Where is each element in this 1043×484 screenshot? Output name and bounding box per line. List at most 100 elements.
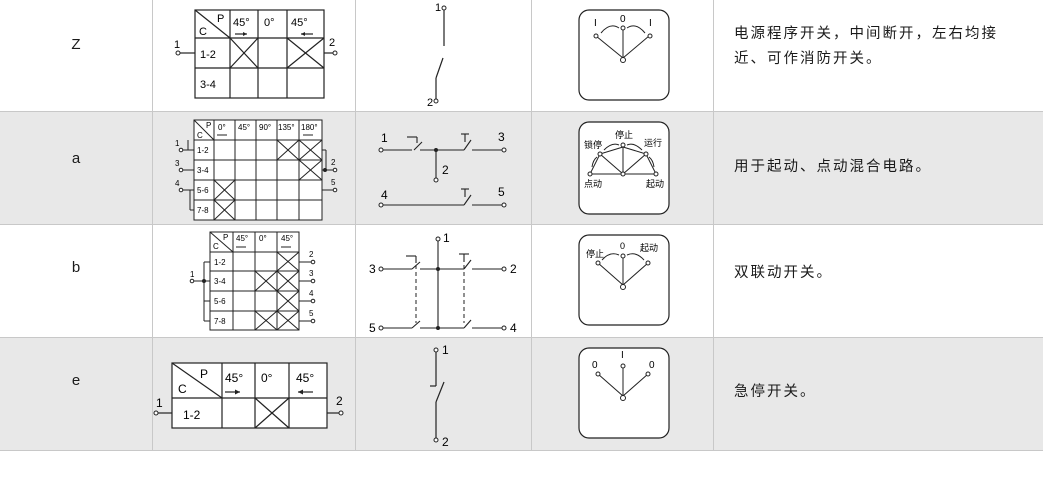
selector-label: I: [594, 18, 597, 29]
terminal-label: 1: [174, 39, 180, 51]
terminal-label: 2: [331, 158, 336, 167]
terminal-label: 3: [369, 262, 376, 276]
contact-table-cell: C P 0° 45° 90° 135° 180° 1-2 3-4 5-6 7-8…: [152, 112, 356, 224]
contact-table-diagram: C P 45° 0° 45° 1-2 3-4 1 2: [174, 9, 338, 99]
table-p-label: P: [200, 367, 208, 381]
terminal-label: 5: [331, 178, 336, 187]
table-p-label: P: [206, 121, 211, 130]
table-c-label: C: [213, 242, 219, 251]
selector-cell: 锁停 停止 运行 点动 起动: [531, 112, 714, 224]
selector-cell: 0 I 0: [531, 338, 714, 450]
table-c-label: C: [199, 26, 207, 38]
terminal-label: 3: [498, 130, 505, 144]
terminal-label: 3: [175, 159, 180, 168]
table-c-label: C: [197, 131, 203, 140]
terminal-label: 2: [427, 97, 433, 109]
terminal-label: 5: [309, 309, 314, 318]
selector-diagram: 0 I 0: [578, 347, 670, 439]
table-row: b: [0, 225, 1043, 338]
table-angle: 45°: [236, 234, 248, 243]
circuit-cell: 1 2: [355, 0, 532, 111]
table-angle: 45°: [291, 17, 308, 29]
terminal-label: 4: [510, 321, 517, 335]
table-angle: 45°: [281, 234, 293, 243]
contact-table-diagram: C P 0° 45° 90° 135° 180° 1-2 3-4 5-6 7-8…: [175, 119, 338, 221]
terminal-label: 1: [381, 131, 388, 145]
contact-table-diagram: C P 45° 0° 45° 1-2 1 2: [153, 362, 344, 429]
contact-label: 1-2: [200, 49, 216, 61]
terminal-label: 1: [190, 270, 195, 279]
table-angle: 180°: [301, 123, 318, 132]
code-cell: a: [0, 112, 152, 224]
circuit-cell: 1 3 2 5 4: [355, 225, 532, 337]
table-angle: 45°: [233, 17, 250, 29]
terminal-label: 2: [329, 37, 335, 49]
contact-table-diagram: C P 45° 0° 45° 1-2 3-4 5-6 7-8 1 2 3 4 5: [189, 231, 316, 331]
table-c-label: C: [178, 382, 187, 396]
row-description: 急停开关。: [734, 384, 817, 400]
selector-diagram: I 0 I: [578, 9, 670, 101]
table-angle: 45°: [225, 371, 243, 385]
table-row: Z: [0, 0, 1043, 112]
terminal-label: 4: [309, 289, 314, 298]
circuit-cell: 1 2: [355, 338, 532, 450]
selector-label: I: [621, 350, 624, 361]
table-angle: 0°: [259, 234, 267, 243]
contact-label: 1-2: [214, 258, 226, 267]
terminal-label: 4: [381, 188, 388, 202]
selector-label: 0: [620, 14, 626, 25]
circuit-diagram: 1 2: [430, 343, 449, 449]
table-row: e: [0, 338, 1043, 451]
terminal-label: 2: [510, 262, 517, 276]
code-cell: Z: [0, 0, 152, 111]
contact-table-cell: C P 45° 0° 45° 1-2 1 2: [152, 338, 356, 450]
description-cell: 双联动开关。: [713, 225, 1043, 337]
selector-label: 停止: [586, 248, 604, 259]
description-cell: 电源程序开关，中间断开，左右均接近、可作消防开关。: [713, 0, 1043, 111]
selector-label: 0: [592, 360, 598, 371]
selector-cell: I 0 I: [531, 0, 714, 111]
contact-label: 7-8: [197, 206, 209, 215]
description-cell: 用于起动、点动混合电路。: [713, 112, 1043, 224]
code-cell: e: [0, 338, 152, 450]
terminal-label: 2: [336, 394, 343, 408]
terminal-label: 1: [175, 139, 180, 148]
circuit-diagram: 1 2: [427, 2, 447, 109]
contact-label: 5-6: [214, 297, 226, 306]
contact-label: 3-4: [200, 79, 216, 91]
terminal-label: 1: [442, 343, 449, 357]
terminal-label: 1: [443, 231, 450, 245]
selector-label: 0: [620, 241, 625, 251]
contact-label: 1-2: [183, 408, 201, 422]
circuit-diagram: 1 3 2 5 4: [369, 231, 517, 335]
selector-label: I: [649, 18, 652, 29]
table-p-label: P: [217, 13, 224, 25]
selector-diagram: 停止 0 起动: [578, 234, 670, 326]
code-cell: b: [0, 225, 152, 337]
selector-cell: 停止 0 起动: [531, 225, 714, 337]
selector-label: 停止: [615, 129, 633, 140]
description-cell: 急停开关。: [713, 338, 1043, 450]
terminal-label: 1: [435, 2, 441, 14]
terminal-label: 5: [369, 321, 376, 335]
terminal-label: 1: [156, 396, 163, 410]
selector-label: 0: [649, 360, 655, 371]
contact-label: 7-8: [214, 317, 226, 326]
selector-label: 锁停: [584, 139, 602, 150]
contact-table-cell: C P 45° 0° 45° 1-2 3-4 5-6 7-8 1 2 3 4 5: [152, 225, 356, 337]
table-p-label: P: [223, 233, 228, 242]
terminal-label: 3: [309, 269, 314, 278]
table-angle: 135°: [278, 123, 295, 132]
selector-label: 运行: [644, 137, 662, 148]
contact-label: 1-2: [197, 146, 209, 155]
row-code: Z: [71, 36, 81, 53]
contact-label: 3-4: [197, 166, 209, 175]
table-angle: 0°: [264, 17, 275, 29]
table-angle: 45°: [238, 123, 250, 132]
selector-label: 起动: [646, 179, 664, 189]
circuit-cell: 1 3 2 4 5: [355, 112, 532, 224]
contact-label: 5-6: [197, 186, 209, 195]
table-angle: 0°: [261, 371, 273, 385]
row-code: b: [71, 259, 81, 276]
selector-label: 点动: [584, 179, 602, 189]
